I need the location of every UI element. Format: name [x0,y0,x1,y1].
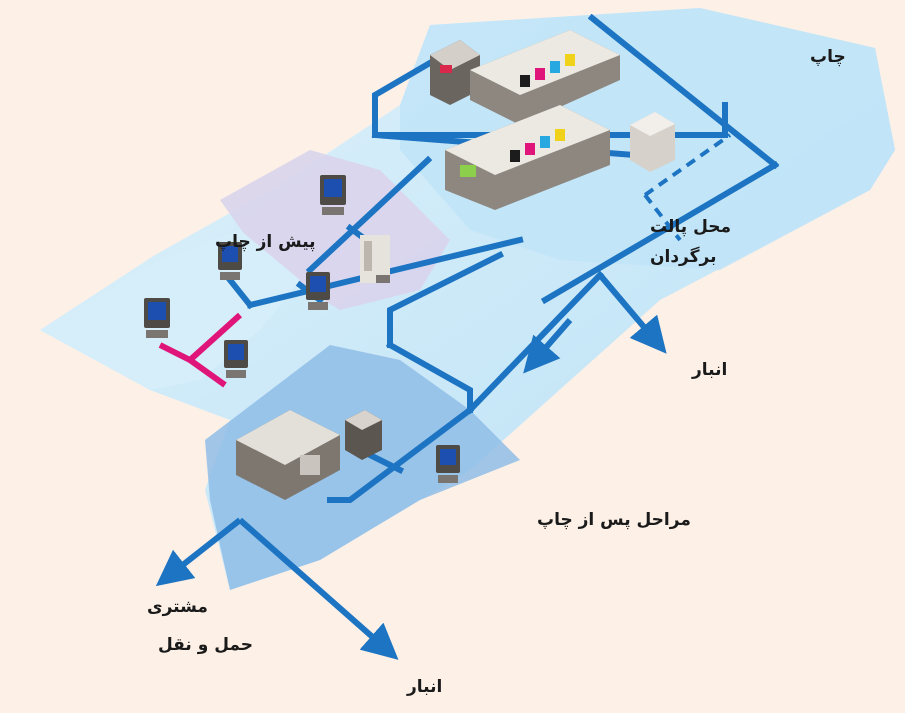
label-warehouse-bottom: انبار [406,677,442,697]
label-pallet-line2: برگردان [650,246,716,267]
flow-arrows [155,273,667,660]
finishing-machine-icon [345,410,382,460]
label-postpress: مراحل پس از چاپ [537,510,691,530]
label-prepress: پیش از چاپ [215,232,316,252]
computer-workstation-icon [144,298,170,338]
printing-press-icon [470,30,620,125]
computer-workstation-icon [218,242,242,280]
computer-workstation-icon [224,340,248,378]
prepress-link-magenta [158,312,243,388]
label-warehouse-right: انبار [691,360,727,380]
label-transport: حمل و نقل [158,635,253,655]
label-print: چاپ [810,47,846,67]
computer-workstation-icon [436,445,460,483]
computer-workstation-icon [306,272,330,310]
printing-press-icon [430,40,480,105]
label-customer: مشتری [147,597,208,617]
label-pallet-line1: محل پالت [650,217,731,237]
printing-press-icon [445,105,610,210]
platesetter-icon [630,112,675,172]
computer-workstation-icon [320,175,346,215]
dashed-conveyor [643,133,732,242]
platesetter-icon [360,235,390,283]
finishing-machine-icon [236,410,340,500]
postpress-zone [205,345,520,590]
